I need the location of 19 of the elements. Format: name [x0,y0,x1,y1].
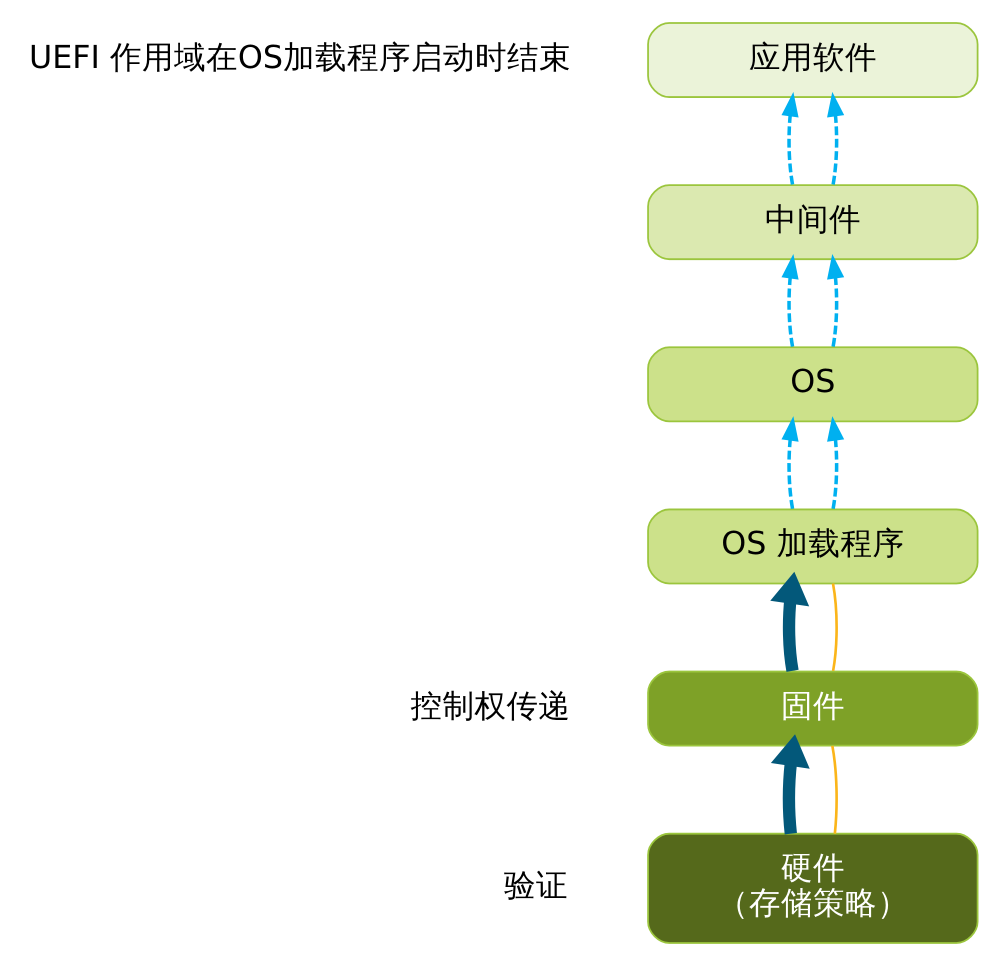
arrow [770,572,810,672]
node-box: OS 加载程序 [647,508,978,584]
arrow [827,254,844,347]
arrow [781,416,799,509]
label: 验证 [504,868,568,904]
arrow [827,92,844,185]
node-box: 应用软件 [647,22,978,98]
node-box: OS [647,346,978,422]
arrow [781,254,799,347]
label: 控制权传递 [410,688,570,724]
node-box: 固件 [647,670,978,746]
node-box: 硬件 （存储策略） [647,832,978,944]
connector [832,583,838,672]
arrow [781,92,799,185]
node-box: 中间件 [647,184,978,260]
arrow [770,734,810,834]
connector [831,746,838,834]
label: UEFI 作用域在OS加载程序启动时结束 [28,40,572,76]
arrow [827,416,844,509]
